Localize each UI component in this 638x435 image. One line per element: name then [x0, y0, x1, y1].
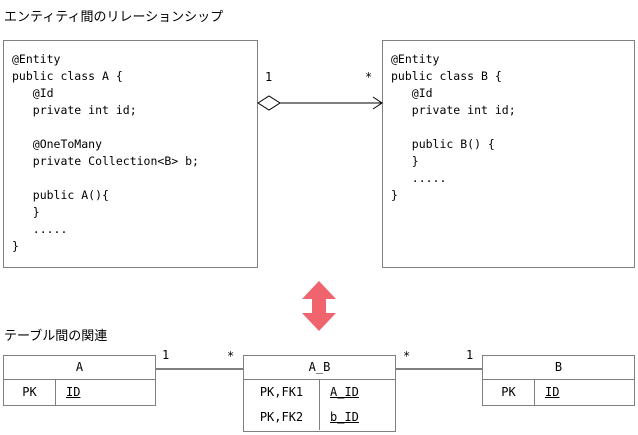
table-a-key-cell: PK: [4, 380, 56, 405]
entity-relationship-heading: エンティティ間のリレーションシップ: [4, 10, 224, 25]
double-arrow: [302, 281, 336, 331]
table-a-b-key-cell: PK,FK2: [244, 405, 320, 430]
table-row: PK,FK1 A_ID: [244, 380, 395, 405]
entity-b-multiplicity: *: [365, 70, 373, 84]
table-relationship-heading: テーブル間の関連: [4, 329, 108, 344]
association-arrowhead: [372, 96, 383, 110]
table-row: PK ID: [483, 380, 634, 405]
table-a-column-cell: ID: [66, 385, 81, 399]
table-row: PK ID: [4, 380, 155, 405]
aggregation-association: [257, 95, 383, 111]
table-row: PK,FK2 b_ID: [244, 405, 395, 430]
table-a-b-column-cell: b_ID: [330, 410, 359, 424]
table-a-link-multiplicity: 1: [162, 348, 170, 362]
table-b: B PK ID: [482, 355, 635, 406]
aggregation-diamond: [257, 95, 281, 111]
entity-a-multiplicity: 1: [265, 70, 273, 84]
entity-a-code: @Entity public class A { @Id private int…: [12, 52, 199, 253]
entity-b-code: @Entity public class B { @Id private int…: [391, 52, 516, 202]
entity-a-box: @Entity public class A { @Id private int…: [3, 40, 258, 268]
table-a-b-name: A_B: [244, 356, 395, 380]
table-b-column-cell: ID: [545, 385, 560, 399]
table-a-b-key-cell: PK,FK1: [244, 380, 320, 405]
entity-b-box: @Entity public class B { @Id private int…: [382, 40, 635, 268]
table-b-name: B: [483, 356, 634, 380]
table-a-b: A_B PK,FK1 A_ID PK,FK2 b_ID: [243, 355, 396, 432]
table-ab-left-multiplicity: *: [227, 349, 235, 363]
table-a-name: A: [4, 356, 155, 380]
table-a: A PK ID: [3, 355, 156, 406]
table-a-b-column-cell: A_ID: [330, 385, 359, 399]
table-b-link-multiplicity: 1: [466, 348, 474, 362]
table-ab-right-multiplicity: *: [403, 349, 411, 363]
table-b-key-cell: PK: [483, 380, 535, 405]
